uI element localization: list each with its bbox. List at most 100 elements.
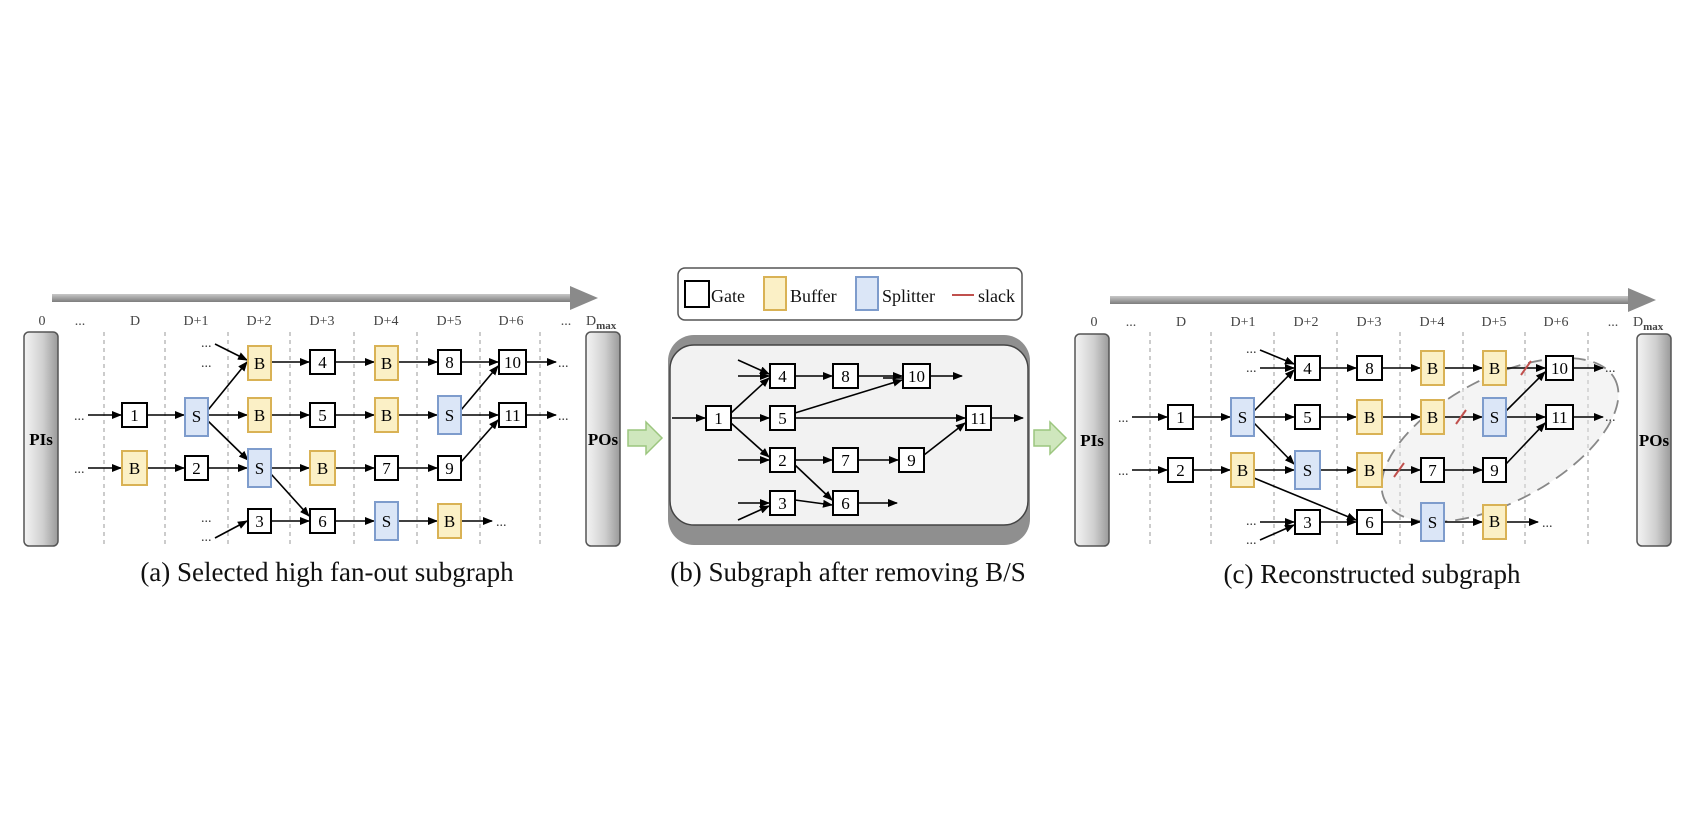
svg-text:...: ... <box>1118 464 1129 479</box>
level-labels: 0 ... D D+1 D+2 D+3 D+4 D+5 D+6 ... Dmax <box>39 314 617 332</box>
gate-node-4 <box>769 363 796 389</box>
svg-text:4: 4 <box>318 353 327 372</box>
svg-text:B: B <box>317 459 328 478</box>
splitter-node <box>1482 397 1507 437</box>
slack-mark <box>1455 409 1467 425</box>
buffer-node <box>1482 504 1507 540</box>
svg-text:3: 3 <box>255 512 264 531</box>
svg-text:8: 8 <box>841 367 850 386</box>
svg-text:4: 4 <box>778 367 787 386</box>
gate-node-9 <box>1482 457 1507 483</box>
svg-text:2: 2 <box>1176 461 1185 480</box>
primary-inputs-bar <box>1074 333 1110 547</box>
svg-text:11: 11 <box>970 409 986 428</box>
level-label: ... <box>1126 315 1137 330</box>
svg-text:3: 3 <box>1303 513 1312 532</box>
depth-axis-arrow <box>1110 288 1656 312</box>
level-label: D+6 <box>498 314 523 329</box>
svg-text:...: ... <box>201 530 212 545</box>
level-label: D+5 <box>1481 315 1506 330</box>
buffer-node <box>1420 399 1445 435</box>
splitter-node <box>1230 397 1255 437</box>
svg-text:7: 7 <box>841 451 850 470</box>
gate-node-10 <box>902 363 931 389</box>
splitter-node <box>374 501 399 541</box>
gate-node-3 <box>1294 509 1321 535</box>
splitter-node <box>437 395 462 435</box>
gate-node-10 <box>498 349 527 375</box>
level-labels: 0 ... D D+1 D+2 D+3 D+4 D+5 D+6 ... Dmax <box>1091 315 1664 333</box>
gate-node-4 <box>1294 355 1321 381</box>
svg-text:9: 9 <box>1490 461 1499 480</box>
transfer-arrow-b-to-c <box>1033 420 1068 456</box>
level-label: D <box>130 314 140 329</box>
ellipsis-marks-a: ... ... ... ... ... ... ... ... ... <box>74 336 569 545</box>
svg-text:...: ... <box>1246 342 1257 357</box>
primary-inputs-label: PIs <box>29 430 53 449</box>
buffer-node <box>437 503 462 539</box>
splitter-node <box>1294 450 1321 490</box>
svg-text:9: 9 <box>907 451 916 470</box>
level-label: ... <box>1608 315 1619 330</box>
slack-marks <box>1393 360 1532 478</box>
gate-node-5 <box>309 402 336 428</box>
svg-text:10: 10 <box>504 353 521 372</box>
svg-text:B: B <box>254 354 265 373</box>
buffer-node <box>1356 452 1383 488</box>
gate-node-11 <box>965 405 992 431</box>
svg-text:B: B <box>1489 359 1500 378</box>
primary-inputs-label: PIs <box>1080 431 1104 450</box>
svg-text:B: B <box>1364 461 1375 480</box>
ellipsis-marks-c: ... ... ... ... ... ... ... ... ... <box>1118 342 1616 548</box>
gate-node-1 <box>1167 404 1194 430</box>
svg-text:10: 10 <box>908 367 925 386</box>
svg-text:...: ... <box>1118 411 1129 426</box>
svg-text:...: ... <box>1605 410 1616 425</box>
level-label: D+1 <box>183 314 208 329</box>
level-label: D+2 <box>246 314 271 329</box>
svg-text:...: ... <box>1246 533 1257 548</box>
level-label: D+4 <box>1419 315 1444 330</box>
caption-b: (b) Subgraph after removing B/S <box>670 557 1025 587</box>
svg-text:B: B <box>1364 408 1375 427</box>
svg-text:...: ... <box>558 409 569 424</box>
gate-node-6 <box>1356 509 1383 535</box>
gate-node-9 <box>437 455 462 481</box>
gate-node-8 <box>832 363 859 389</box>
caption-c: (c) Reconstructed subgraph <box>1224 559 1521 589</box>
svg-text:2: 2 <box>192 459 201 478</box>
level-label: D+2 <box>1293 315 1318 330</box>
svg-text:9: 9 <box>445 459 454 478</box>
level-label: D+3 <box>1356 315 1381 330</box>
legend-gate-swatch <box>684 280 710 308</box>
svg-text:S: S <box>1238 408 1247 427</box>
svg-text:...: ... <box>201 356 212 371</box>
svg-text:B: B <box>254 406 265 425</box>
svg-text:11: 11 <box>504 406 520 425</box>
nodes-panel-a: B 4 B 8 10 1 S B 5 B S 11 B <box>121 345 527 541</box>
gate-node-8 <box>1356 355 1383 381</box>
gate-node-11 <box>498 402 527 428</box>
svg-text:5: 5 <box>1303 408 1312 427</box>
svg-text:3: 3 <box>778 494 787 513</box>
gate-node-2 <box>184 455 209 481</box>
svg-text:B: B <box>381 406 392 425</box>
level-label: D <box>1176 315 1186 330</box>
svg-text:...: ... <box>201 336 212 351</box>
buffer-node <box>374 397 399 433</box>
level-label: D+3 <box>309 314 334 329</box>
svg-text:S: S <box>192 407 201 426</box>
svg-text:...: ... <box>1605 361 1616 376</box>
svg-text:6: 6 <box>318 512 327 531</box>
svg-text:...: ... <box>74 409 85 424</box>
buffer-node <box>309 450 336 486</box>
panel-c: 0 ... D D+1 D+2 D+3 D+4 D+5 D+6 ... Dmax… <box>1074 288 1672 589</box>
svg-text:S: S <box>382 512 391 531</box>
gate-node-3 <box>247 508 272 534</box>
level-label: D+1 <box>1230 315 1255 330</box>
gate-node-6 <box>309 508 336 534</box>
svg-text:5: 5 <box>778 409 787 428</box>
svg-text:B: B <box>1489 512 1500 531</box>
buffer-node <box>121 450 148 486</box>
primary-outputs-label: POs <box>1639 431 1670 450</box>
